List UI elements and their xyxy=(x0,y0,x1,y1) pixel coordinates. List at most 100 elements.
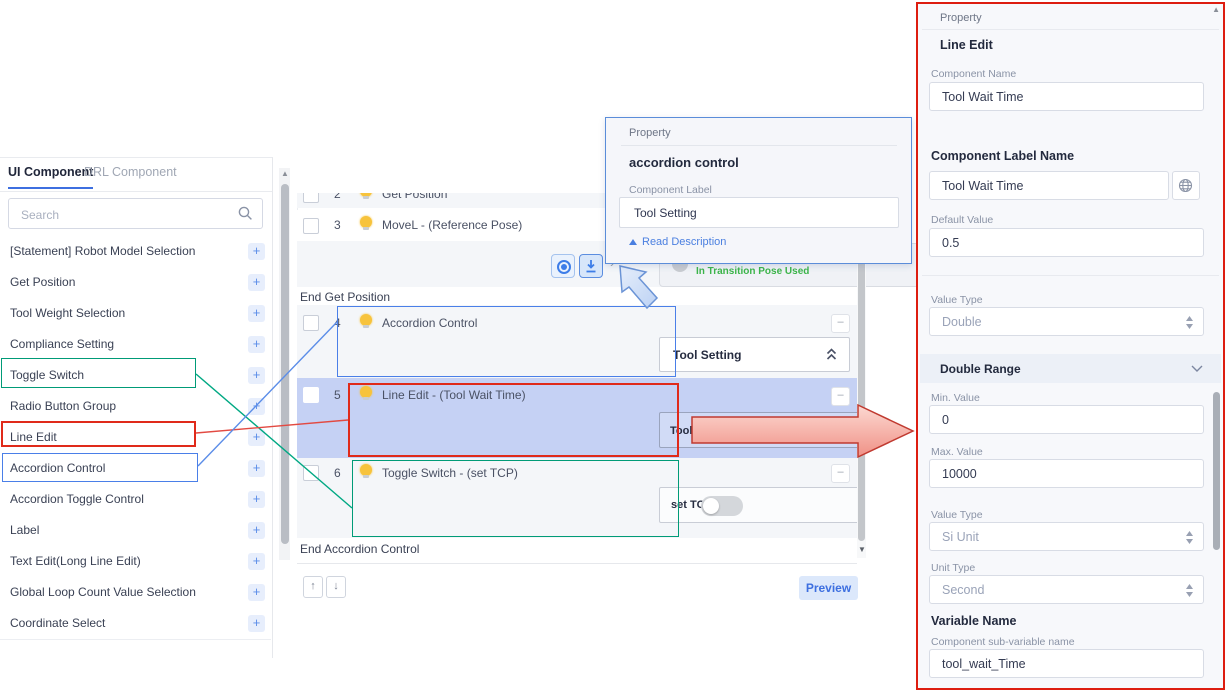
target-dot-icon xyxy=(561,264,567,270)
component-label-name-input[interactable] xyxy=(929,171,1169,200)
collapse-double-chevron-icon[interactable] xyxy=(826,348,837,361)
toggle-switch-preview: set TCP xyxy=(659,487,862,523)
si-unit-select[interactable]: Si Unit xyxy=(929,522,1204,551)
si-value-type-label: Value Type xyxy=(931,509,983,521)
tab-drl-component[interactable]: DRL Component xyxy=(84,165,177,179)
add-component-button[interactable]: + xyxy=(248,305,265,322)
add-component-button[interactable]: + xyxy=(248,398,265,415)
table-row-5-selected[interactable]: 5 Line Edit - (Tool Wait Time) – Tool Wa… xyxy=(297,378,864,458)
search-input[interactable] xyxy=(19,200,233,229)
globe-button[interactable] xyxy=(1172,171,1200,200)
max-value-input[interactable] xyxy=(929,459,1204,488)
row-name: Line Edit - (Tool Wait Time) xyxy=(382,388,526,402)
bulb-icon xyxy=(360,464,372,478)
sidebar-item-get-position[interactable]: Get Position+ xyxy=(0,267,271,299)
sidebar-item-text-edit[interactable]: Text Edit(Long Line Edit) + xyxy=(0,546,271,578)
panel-scrollbar-thumb[interactable] xyxy=(1213,392,1220,550)
sidebar-item-global-loop-count[interactable]: Global Loop Count Value Selection + xyxy=(0,577,271,609)
table-row-6[interactable]: 6 Toggle Switch - (set TCP) – set TCP xyxy=(297,458,862,538)
search-icon xyxy=(238,206,252,220)
row-name: Get Position xyxy=(382,193,448,201)
add-component-button[interactable]: + xyxy=(248,274,265,291)
scroll-up-icon[interactable]: ▲ xyxy=(1212,5,1220,14)
row-name: MoveL - (Reference Pose) xyxy=(382,218,523,232)
row-number: 2 xyxy=(334,193,341,201)
table-scrollbar[interactable]: ▼ xyxy=(857,193,866,558)
scroll-down-icon[interactable]: ▼ xyxy=(858,545,866,554)
component-label-input[interactable] xyxy=(619,197,899,228)
sidebar-tabs: UI Component DRL Component xyxy=(0,158,272,192)
add-component-button[interactable]: + xyxy=(248,367,265,384)
add-component-button[interactable]: + xyxy=(248,522,265,539)
spinner-icon xyxy=(1186,584,1193,597)
sidebar-item-label: Line Edit xyxy=(10,430,57,444)
table-row-4[interactable]: 4 Accordion Control – Tool Setting xyxy=(297,305,857,378)
table-scrollbar-thumb[interactable] xyxy=(858,201,865,541)
add-component-button[interactable]: + xyxy=(248,460,265,477)
apply-pose-button[interactable] xyxy=(579,254,603,278)
add-component-button[interactable]: + xyxy=(248,336,265,353)
add-component-button[interactable]: + xyxy=(248,243,265,260)
toggle-switch[interactable] xyxy=(701,496,743,516)
sidebar-item-tool-weight-selection[interactable]: Tool Weight Selection + xyxy=(0,298,271,330)
remove-row-button[interactable]: – xyxy=(831,314,850,333)
get-pose-button[interactable] xyxy=(551,254,575,278)
value-type-select[interactable]: Double xyxy=(929,307,1204,336)
row-checkbox[interactable] xyxy=(303,218,319,234)
row-checkbox[interactable] xyxy=(303,465,319,481)
add-component-button[interactable]: + xyxy=(248,584,265,601)
sidebar-item-accordion-toggle-control[interactable]: Accordion Toggle Control+ xyxy=(0,484,271,516)
max-value-label: Max. Value xyxy=(931,446,983,458)
sidebar-item-label: Text Edit(Long Line Edit) xyxy=(10,554,141,568)
add-component-button[interactable]: + xyxy=(248,429,265,446)
sidebar-item-toggle-switch[interactable]: Toggle Switch + xyxy=(0,360,271,392)
tab-ui-component[interactable]: UI Component xyxy=(8,165,94,189)
unit-type-select[interactable]: Second xyxy=(929,575,1204,604)
remove-row-button[interactable]: – xyxy=(831,387,850,406)
min-value-input[interactable] xyxy=(929,405,1204,434)
add-component-button[interactable]: + xyxy=(248,615,265,632)
sidebar-scrollbar-thumb[interactable] xyxy=(280,184,289,544)
sidebar-item-label: Label xyxy=(10,523,40,537)
read-description-link[interactable]: Read Description xyxy=(629,236,726,248)
accordion-header[interactable]: Tool Setting xyxy=(659,337,850,372)
end-accordion-row: End Accordion Control xyxy=(297,538,857,564)
sidebar-item-coordinate-select[interactable]: Coordinate Select + xyxy=(0,608,271,640)
sidebar-item-radio-button-group[interactable]: Radio Button Group+ xyxy=(0,391,271,423)
sidebar-item-accordion-control[interactable]: Accordion Control+ xyxy=(0,453,271,485)
default-value-label: Default Value xyxy=(931,214,994,226)
add-component-button[interactable]: + xyxy=(248,491,265,508)
row-checkbox[interactable] xyxy=(303,387,319,403)
sidebar-item-label: Tool Weight Selection xyxy=(10,306,126,320)
double-range-title: Double Range xyxy=(940,362,1021,376)
accordion-title: Tool Setting xyxy=(673,348,742,362)
sidebar-item-label-component[interactable]: Label + xyxy=(0,515,271,547)
line-edit-value-input[interactable] xyxy=(715,421,777,439)
sidebar-item-robot-model-selection[interactable]: [Statement] Robot Model Selection + xyxy=(0,236,271,268)
divider xyxy=(922,29,1219,30)
sidebar-item-label: Coordinate Select xyxy=(10,616,106,630)
read-description-label: Read Description xyxy=(642,236,727,248)
default-value-input[interactable] xyxy=(929,228,1204,257)
component-name-input[interactable] xyxy=(929,82,1204,111)
row-name: Toggle Switch - (set TCP) xyxy=(382,466,518,480)
remove-row-button[interactable]: – xyxy=(831,464,850,483)
double-range-header[interactable]: Double Range xyxy=(920,354,1221,383)
row-checkbox[interactable] xyxy=(303,315,319,331)
preview-button[interactable]: Preview xyxy=(799,576,858,600)
sidebar-scrollbar[interactable]: ▲ xyxy=(279,168,290,560)
unit-type-label: Unit Type xyxy=(931,562,976,574)
sidebar-item-compliance-setting[interactable]: Compliance Setting+ xyxy=(0,329,271,361)
sidebar-item-label: Toggle Switch xyxy=(10,368,85,382)
move-up-button[interactable]: ↑ xyxy=(303,576,323,598)
sidebar-item-label: [Statement] Robot Model Selection xyxy=(10,244,196,258)
sidebar-item-line-edit[interactable]: Line Edit + xyxy=(0,422,271,454)
move-down-button[interactable]: ↓ xyxy=(326,576,346,598)
add-component-button[interactable]: + xyxy=(248,553,265,570)
component-sidebar: UI Component DRL Component [Statement] R… xyxy=(0,157,273,658)
row-checkbox[interactable] xyxy=(303,193,319,203)
sub-variable-input[interactable] xyxy=(929,649,1204,678)
sidebar-item-label: Global Loop Count Value Selection xyxy=(10,585,196,599)
scroll-up-icon[interactable]: ▲ xyxy=(281,169,289,178)
